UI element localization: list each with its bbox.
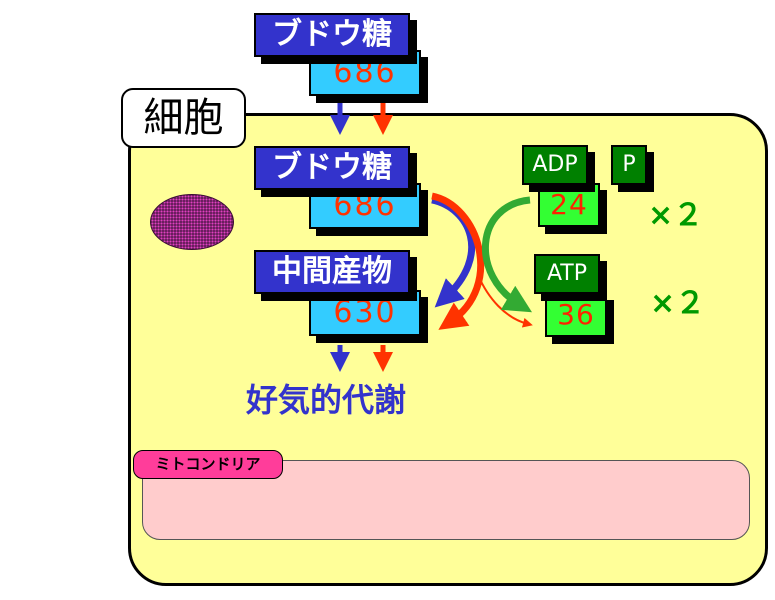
phosphate-label: P [611,145,647,185]
adp-multiplier: ×２ [648,198,704,233]
cell-label: 細胞 [121,88,246,148]
mitochondria-body [142,460,750,540]
arrow-green-curve [482,196,532,313]
mitochondria-label: ミトコンドリア [133,450,283,479]
intermediate-value: 630 [309,290,421,336]
glucose-outside-label: ブドウ糖 [254,13,410,57]
atp-label: ATP [534,254,600,294]
aerobic-metabolism-label: 好気的代謝 [246,381,407,419]
arrow-blue-curve [431,196,476,308]
nucleus [150,194,234,250]
glucose-inside-label: ブドウ糖 [254,146,410,190]
glucose-inside-value: 686 [309,183,421,229]
arrow-red-thin [477,274,533,328]
intermediate-label: 中間産物 [254,250,410,294]
atp-multiplier: ×２ [650,286,706,321]
adp-label: ADP [522,145,588,185]
arrow-red-curve [431,192,485,330]
atp-value: 36 [545,293,607,337]
adp-value: 24 [538,183,600,227]
